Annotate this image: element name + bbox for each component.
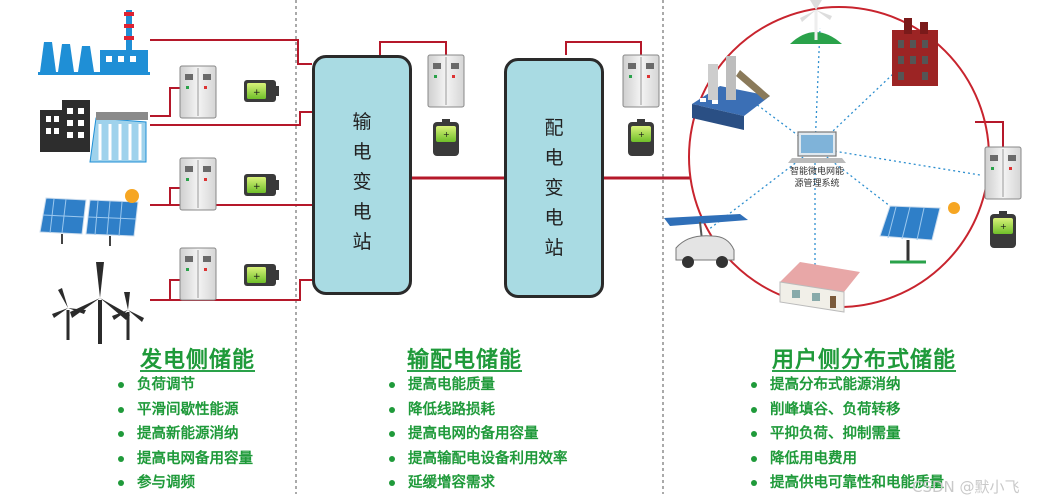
user-benefits-list: 提高分布式能源消纳 削峰填谷、负荷转移 平抑负荷、抑制需量 降低用电费用 提高供…: [748, 373, 944, 496]
bullet-icon: [389, 382, 395, 388]
list-item-text: 提高分布式能源消纳: [770, 377, 901, 393]
bullet-icon: [118, 480, 124, 486]
distribution-substation-label: 配电变电站: [544, 117, 564, 259]
list-item: 平抑负荷、抑制需量: [748, 422, 944, 447]
list-item-text: 提高电网的备用容量: [408, 426, 539, 442]
list-item-text: 平抑负荷、抑制需量: [770, 426, 901, 442]
list-item-text: 降低用电费用: [770, 450, 857, 467]
list-item: 提高新能源消纳: [115, 422, 253, 447]
list-item-text: 提高电能质量: [408, 377, 495, 393]
battery-icon-4: [433, 119, 459, 156]
ev-carport-icon: [664, 214, 748, 268]
storage-cabinet-6: [984, 146, 1022, 200]
storage-cabinet-2: [179, 157, 217, 211]
list-item: 提高输配电设备利用效率: [386, 447, 568, 472]
bullet-icon: [751, 455, 757, 462]
wind-turbine-icon: [52, 262, 144, 344]
list-item: 提高电能质量: [386, 373, 568, 398]
list-item-text: 延缓增容需求: [408, 475, 495, 491]
list-item: 降低用电费用: [748, 447, 944, 472]
bullet-icon: [751, 382, 757, 388]
connection-lines: [150, 39, 1004, 301]
bullet-icon: [389, 406, 395, 413]
list-item: 参与调频: [115, 471, 253, 496]
list-item: 提高电网备用容量: [115, 447, 253, 472]
bullet-icon: [389, 431, 395, 437]
list-item-text: 平滑间歇性能源: [137, 401, 239, 418]
microgrid-hub-label-line1: 智能微电网能: [789, 167, 844, 177]
list-item: 削峰填谷、负荷转移: [748, 398, 944, 423]
storage-cabinet-3: [179, 247, 217, 301]
list-item: 提高供电可靠性和电能质量: [748, 471, 944, 496]
transmission-benefits-list: 提高电能质量 降低线路损耗 提高电网的备用容量 提高输配电设备利用效率 延缓增容…: [386, 373, 568, 496]
bullet-icon: [118, 382, 124, 388]
battery-icon-2: [244, 174, 279, 196]
watermark: CSDN @默小飞: [912, 478, 1020, 496]
bullet-icon: [751, 480, 757, 486]
battery-icon-5: [628, 119, 654, 156]
list-item-text: 参与调频: [137, 475, 195, 491]
distribution-substation: [504, 58, 604, 298]
battery-icon-3: [244, 264, 279, 286]
list-item: 平滑间歇性能源: [115, 398, 253, 423]
storage-cabinet-4: [427, 54, 465, 108]
bullet-icon: [751, 406, 757, 413]
microgrid-hub-laptop-icon: [788, 131, 846, 163]
list-item: 负荷调节: [115, 373, 253, 398]
list-item-text: 提高新能源消纳: [137, 426, 239, 442]
hub-links: [707, 27, 981, 275]
battery-icon-6: [990, 211, 1016, 248]
microgrid-ring: [688, 6, 990, 308]
bullet-icon: [118, 431, 124, 437]
list-item-text: 提高电网备用容量: [137, 450, 253, 467]
power-plant-icon: [38, 10, 150, 75]
hill-wind-turbine-icon: [790, 0, 842, 44]
generation-benefits-list: 负荷调节 平滑间歇性能源 提高新能源消纳 提高电网备用容量 参与调频: [115, 373, 253, 496]
microgrid-solar-icon: [879, 202, 960, 264]
microgrid-hub-label: 智能微电网能 源管理系统: [772, 166, 862, 190]
bullet-icon: [389, 480, 395, 486]
bullet-icon: [118, 455, 124, 462]
battery-icon-1: [244, 80, 279, 102]
industrial-plant-icon: [692, 56, 770, 130]
list-item: 提高电网的备用容量: [386, 422, 568, 447]
list-item-text: 降低线路损耗: [408, 401, 495, 418]
user-storage-title: 用户侧分布式储能: [772, 348, 957, 373]
list-item-text: 提高供电可靠性和电能质量: [770, 475, 944, 491]
transmission-substation-label: 输电变电站: [352, 111, 372, 253]
list-item-text: 负荷调节: [137, 377, 195, 393]
transmission-storage-title: 输配电储能: [407, 348, 523, 373]
bullet-icon: [389, 455, 395, 462]
list-item: 降低线路损耗: [386, 398, 568, 423]
microgrid-hub-label-line2: 源管理系统: [794, 179, 840, 189]
storage-cabinet-1: [179, 65, 217, 119]
storage-cabinet-5: [622, 54, 660, 108]
generation-storage-title: 发电侧储能: [140, 348, 256, 373]
list-item: 提高分布式能源消纳: [748, 373, 944, 398]
list-item-text: 提高输配电设备利用效率: [408, 450, 568, 467]
hydro-building-icon: [40, 100, 148, 163]
factory-icon: [892, 18, 938, 86]
house-icon: [779, 262, 860, 313]
list-item: 延缓增容需求: [386, 471, 568, 496]
bullet-icon: [751, 431, 757, 437]
transmission-substation: [312, 55, 412, 295]
solar-panel-icon: [39, 189, 139, 246]
bullet-icon: [118, 406, 124, 413]
list-item-text: 削峰填谷、负荷转移: [770, 401, 901, 418]
